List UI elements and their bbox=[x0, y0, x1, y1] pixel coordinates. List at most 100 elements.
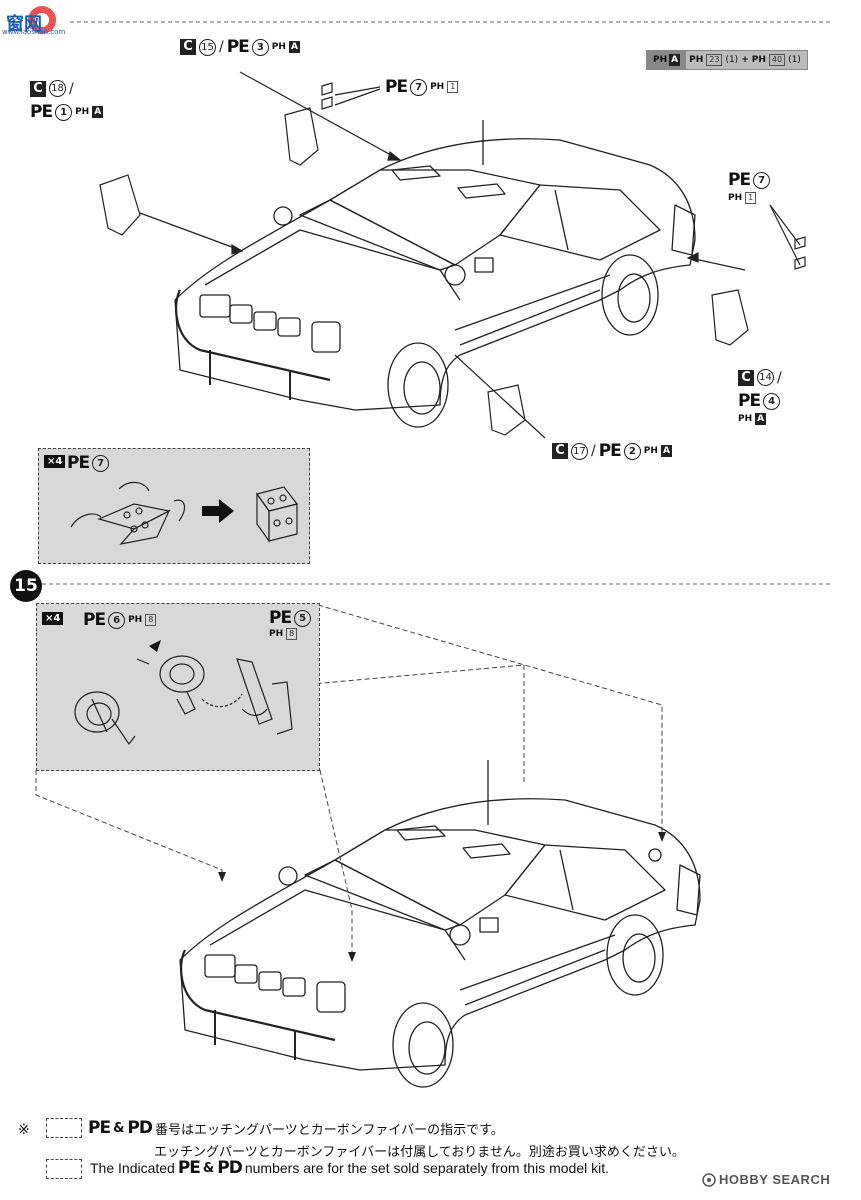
watermark-text: 窗网 bbox=[6, 14, 42, 35]
c-part-number: 14 bbox=[757, 369, 774, 386]
ph-box: A bbox=[660, 445, 672, 457]
pe-label: PE bbox=[83, 610, 106, 630]
arrow-right-icon bbox=[202, 499, 234, 523]
footnote-en-prefix: The Indicated bbox=[90, 1160, 175, 1176]
footnote-amp: & bbox=[113, 1120, 125, 1136]
brand-text: HOBBY SEARCH bbox=[719, 1172, 831, 1187]
c-part-number: 18 bbox=[49, 80, 66, 97]
ph-label: PH bbox=[728, 193, 743, 203]
callout-pe5: PE 5 bbox=[269, 608, 312, 628]
pe-number: 6 bbox=[108, 611, 126, 629]
pe-number: 3 bbox=[251, 38, 269, 56]
ph-label: PH bbox=[75, 107, 90, 117]
watermark-logo: 窗网 www.laoshan.com bbox=[2, 4, 82, 38]
legend-ph-a: PH bbox=[689, 55, 704, 65]
ph-box: 1 bbox=[745, 192, 757, 204]
c-part-badge: C bbox=[738, 369, 754, 386]
pe-number: 7 bbox=[410, 78, 428, 96]
quantity-badge: ×4 bbox=[42, 612, 64, 625]
pe-label: PE bbox=[226, 37, 250, 57]
slash: / bbox=[777, 369, 782, 386]
footnote-pe-en: PE bbox=[177, 1158, 201, 1178]
legend-ph-b-qty: (1) bbox=[788, 55, 801, 65]
inset-spotlight-assembly: ×4 PE 6 PH 8 PE 5 PH 8 bbox=[36, 603, 320, 771]
callout-pe7-top: PE 7 PH 1 bbox=[385, 77, 459, 97]
slash: / bbox=[591, 443, 596, 459]
callout-pe1: PE 1 PH A bbox=[30, 102, 104, 122]
step-number: 15 bbox=[10, 570, 42, 602]
footnote-jp-text1: 番号はエッチングパーツとカーボンファイバーの指示です。 bbox=[155, 1122, 504, 1138]
pe-number: 5 bbox=[294, 609, 312, 627]
ph-label: PH bbox=[643, 446, 658, 456]
footnote-amp-en: & bbox=[202, 1160, 215, 1176]
callout-c17-pe2: C 17 / PE 2 PH A bbox=[552, 441, 672, 461]
ph-label: PH bbox=[738, 414, 753, 424]
legend-ph-bar: PH A PH 23 (1) + PH 40 (1) bbox=[646, 50, 808, 70]
footnote-jp-line1: PE & PD 番号はエッチングパーツとカーボンファイバーの指示です。 bbox=[88, 1118, 504, 1138]
legend-ph-a-qty: (1) bbox=[725, 55, 739, 65]
callout-pe7-right: PE 7 bbox=[728, 170, 771, 190]
legend-ph-b-box: 40 bbox=[768, 54, 786, 66]
ph-box: A bbox=[92, 106, 104, 118]
pe-label: PE bbox=[728, 170, 751, 190]
legend-ph-b: PH bbox=[751, 55, 766, 65]
ph-box: A bbox=[288, 41, 300, 53]
callout-pe4-ph: PH A bbox=[738, 413, 767, 425]
footnote-pd-en: PD bbox=[217, 1158, 243, 1178]
legend-ph-label: PH bbox=[653, 55, 668, 65]
ph-label: PH bbox=[128, 615, 143, 625]
mudflap-parts bbox=[99, 82, 806, 436]
ph-label: PH bbox=[269, 629, 284, 639]
footnote-pd: PD bbox=[127, 1118, 153, 1138]
pe-number: 1 bbox=[55, 103, 73, 121]
inset-pe7-label: PE 7 bbox=[67, 453, 110, 473]
ph-box: 1 bbox=[447, 81, 459, 93]
pe-number: 7 bbox=[753, 171, 771, 189]
slash: / bbox=[219, 39, 224, 55]
footnote-en-line: The Indicated PE & PD numbers are for th… bbox=[90, 1158, 609, 1178]
callout-pe5-ph: PH 8 bbox=[269, 628, 298, 640]
ph-box: 8 bbox=[145, 614, 157, 626]
spotlight-diagram bbox=[74, 640, 293, 746]
ph-label: PH bbox=[430, 82, 445, 92]
ph-box: A bbox=[755, 413, 767, 425]
pe-label: PE bbox=[738, 391, 761, 411]
callout-c18: C 18 / bbox=[30, 80, 74, 97]
ph-box: 8 bbox=[286, 628, 298, 640]
step-number-text: 15 bbox=[14, 576, 38, 596]
legend-plus: + bbox=[741, 55, 749, 65]
footnote-dashbox-1 bbox=[46, 1118, 82, 1138]
footnote-en-suffix: numbers are for the set sold separately … bbox=[244, 1160, 610, 1176]
pe-label: PE bbox=[30, 102, 53, 122]
car-drawing-top bbox=[174, 120, 696, 428]
slash: / bbox=[69, 80, 74, 97]
fold-diagram bbox=[70, 481, 299, 545]
callout-pe4: PE 4 bbox=[738, 391, 781, 411]
watermark-icon bbox=[28, 6, 56, 34]
pe-label: PE bbox=[385, 77, 408, 97]
pe-label: PE bbox=[269, 608, 292, 628]
car-drawing-bottom bbox=[179, 760, 701, 1088]
c-part-badge: C bbox=[180, 39, 196, 55]
c-part-badge: C bbox=[552, 443, 568, 459]
callout-pe7-right-ph: PH 1 bbox=[728, 192, 757, 204]
watermark-subtext: www.laoshan.com bbox=[2, 28, 66, 36]
ph-label: PH bbox=[271, 42, 286, 52]
legend-ph-a-box: 23 bbox=[706, 54, 723, 66]
pe-number: 7 bbox=[92, 454, 110, 472]
c-part-number: 17 bbox=[571, 442, 588, 460]
pe-number: 2 bbox=[623, 442, 641, 460]
inset-pe7-folding: ×4 PE 7 bbox=[38, 448, 310, 564]
c-part-number: 15 bbox=[199, 38, 216, 56]
callout-pe6: PE 6 PH 8 bbox=[83, 610, 157, 630]
pe-label: PE bbox=[598, 441, 622, 461]
callout-c15-pe3: C 15 / PE 3 PH A bbox=[180, 37, 300, 57]
pe-label: PE bbox=[67, 453, 90, 473]
arrow-icon bbox=[149, 640, 161, 652]
callout-c14: C 14 / bbox=[738, 369, 782, 386]
brand-mark: HOBBY SEARCH bbox=[702, 1172, 830, 1187]
hobbysearch-logo-icon bbox=[702, 1172, 716, 1187]
footnote-pe: PE bbox=[88, 1118, 111, 1138]
footnote-jp-text2: エッチングパーツとカーボンファイバーは付属しておりません。別途お買い求めください… bbox=[154, 1145, 685, 1160]
